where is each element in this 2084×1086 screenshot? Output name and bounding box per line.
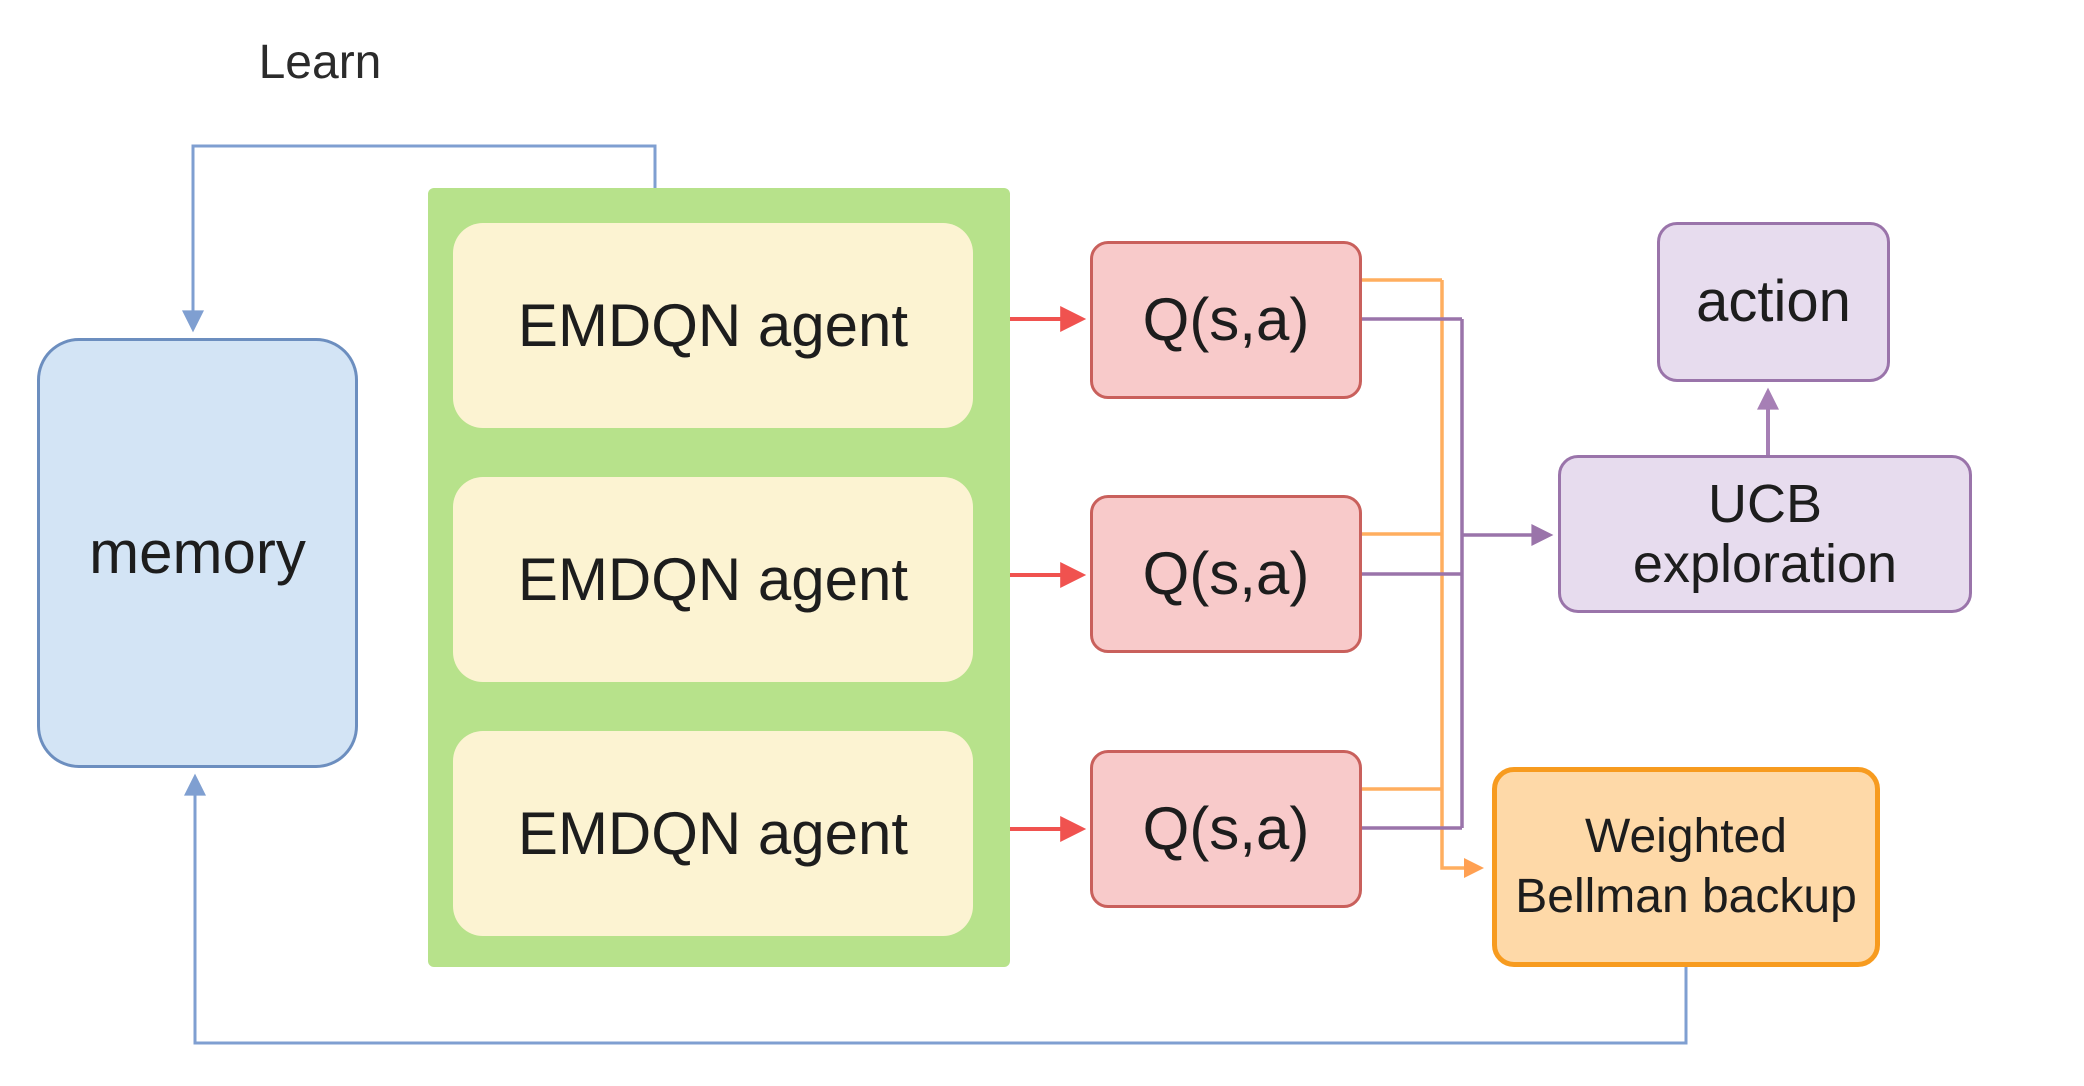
q-value-label: Q(s,a): [1142, 286, 1310, 354]
ucb-exploration-node: UCB exploration: [1558, 455, 1972, 613]
action-label: action: [1696, 268, 1851, 334]
ucb-label-line-1: UCB: [1707, 473, 1822, 534]
emdqn-agent-node-3: EMDQN agent: [453, 731, 973, 936]
emdqn-agent-label: EMDQN agent: [517, 799, 909, 867]
q-value-node-3: Q(s,a): [1090, 750, 1362, 908]
q-value-label: Q(s,a): [1142, 540, 1310, 608]
wbb-label-line-1: Weighted: [1585, 810, 1787, 863]
memory-node: memory: [37, 338, 358, 768]
emdqn-agent-label: EMDQN agent: [517, 545, 909, 613]
emdqn-agent-node-1: EMDQN agent: [453, 223, 973, 428]
edge-orange-to-bellman: [1440, 280, 1484, 878]
weighted-bellman-backup-node: Weighted Bellman backup: [1492, 767, 1880, 967]
emdqn-agent-node-2: EMDQN agent: [453, 477, 973, 682]
q-value-node-2: Q(s,a): [1090, 495, 1362, 653]
action-node: action: [1657, 222, 1890, 382]
q-value-node-1: Q(s,a): [1090, 241, 1362, 399]
emdqn-agent-label: EMDQN agent: [517, 291, 909, 359]
memory-label: memory: [89, 519, 306, 587]
learn-label: Learn: [258, 35, 382, 89]
edge-feedback-loop: [184, 773, 1688, 1045]
edge-learn-loop: [182, 144, 657, 333]
ucb-label-line-2: exploration: [1632, 534, 1898, 594]
wbb-label-line-2: Bellman backup: [1515, 870, 1857, 923]
q-value-label: Q(s,a): [1142, 795, 1310, 863]
